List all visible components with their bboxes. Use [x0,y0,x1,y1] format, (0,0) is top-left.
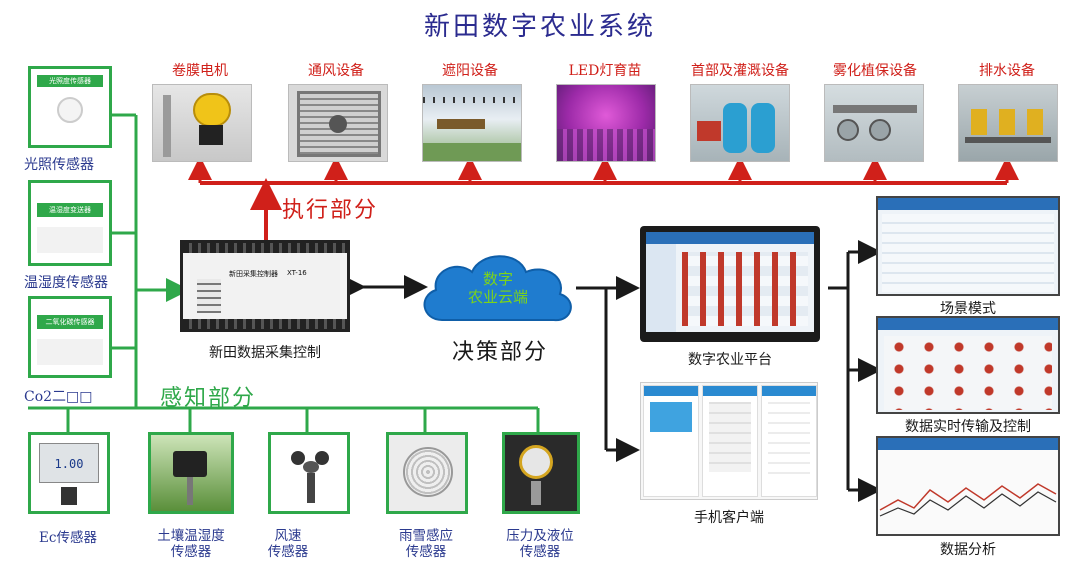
cloud-label: 数字 农业云端 [467,270,528,306]
ec-display: 1.00 [39,443,99,483]
page-title: 新田数字农业系统 [423,12,656,42]
wind-sensor-label: 风速 传感器 [267,528,309,560]
light-sensor-device: 光照度传感器 [28,66,112,148]
device-label-spray: 雾化植保设备 [833,63,917,79]
scene-mode-screenshot [876,196,1060,296]
temp-humidity-sensor-device: 温湿度变送器 [28,180,112,266]
mobile-screens [640,382,818,500]
spray-plant-protection-photo [824,84,924,162]
cloud-icon [423,255,572,322]
wind-speed-sensor-device [268,432,350,514]
rain-sensor-label: 雨雪感应 传感器 [399,528,453,560]
data-analysis-screenshot [876,436,1060,536]
ventilation-fan-photo [288,84,388,162]
controller-label: 新田数据采集控制 [209,345,321,361]
co2-sensor-plate: 二氧化碳传感器 [37,315,103,329]
data-analysis-label: 数据分析 [940,542,996,558]
co2-sensor-label: Co2二□□ [24,389,93,405]
controller-model: XT-16 [287,269,307,277]
irrigation-tanks-photo [690,84,790,162]
light-sensor-plate: 光照度传感器 [37,75,103,87]
co2-sensor-device: 二氧化碳传感器 [28,296,112,378]
device-label-irrigation: 首部及灌溉设备 [691,63,789,79]
scene-mode-label: 场景模式 [940,301,996,317]
realtime-control-label: 数据实时传输及控制 [905,419,1031,435]
device-label-shade: 遮阳设备 [442,63,498,79]
device-label-led: LED灯育苗 [568,63,642,79]
pressure-sensor-label: 压力及液位 传感器 [506,528,574,560]
soil-sensor-label: 土壤温湿度 传感器 [157,528,225,560]
section-perception: 感知部分 [160,386,257,411]
data-collection-controller: 新田采集控制器 XT-16 [180,240,350,332]
section-execution: 执行部分 [282,198,379,223]
drainage-pumps-photo [958,84,1058,162]
led-seedling-photo [556,84,656,162]
device-label-film-motor: 卷膜电机 [172,63,228,79]
device-label-ventilation: 通风设备 [308,63,364,79]
rain-snow-sensor-device [386,432,468,514]
pc-platform-label: 数字农业平台 [688,352,772,368]
section-decision: 决策部分 [452,340,549,365]
shade-greenhouse-photo [422,84,522,162]
pressure-level-sensor-device [502,432,580,514]
controller-panel-title: 新田采集控制器 [229,270,278,278]
light-dome-icon [57,97,83,123]
temp-humidity-sensor-label: 温湿度传感器 [24,275,108,291]
light-sensor-label: 光照传感器 [24,157,94,173]
soil-sensor-device [148,432,234,514]
film-roller-motor-photo [152,84,252,162]
analysis-trend-lines [879,483,1057,517]
mobile-platform-label: 手机客户端 [694,510,764,526]
ec-sensor-label: Ec传感器 [39,530,97,546]
device-label-drainage: 排水设备 [979,63,1035,79]
temp-humidity-plate: 温湿度变送器 [37,203,103,217]
ec-sensor-device: 1.00 [28,432,110,514]
pc-monitor [640,226,820,342]
realtime-control-screenshot [876,316,1060,414]
